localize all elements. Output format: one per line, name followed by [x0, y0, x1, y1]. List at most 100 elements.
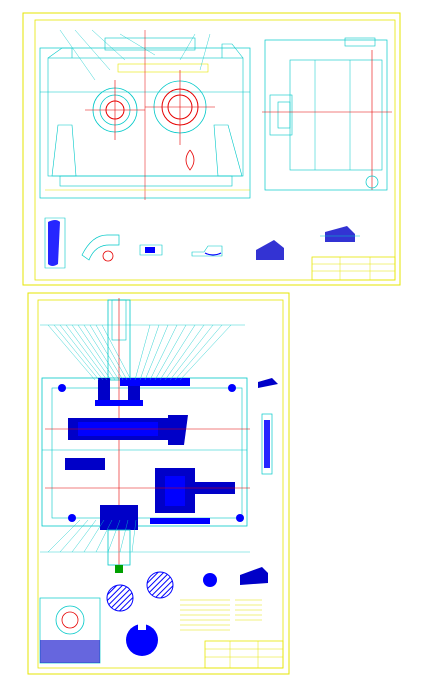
leader-top-left-5 [71, 324, 112, 381]
housing-inner-outline [47, 57, 244, 177]
base-plate [59, 175, 233, 187]
left-lug [47, 47, 73, 59]
detail-2-profile [81, 234, 120, 261]
leader-bottom-1 [47, 519, 81, 553]
shaft-section-a [106, 584, 134, 612]
sheet-2-inner-frame [37, 299, 284, 669]
leader-line-2 [74, 29, 111, 71]
leader-top-left-1 [47, 324, 96, 381]
bottom-cover [150, 518, 210, 524]
leader-top-right-7 [164, 324, 205, 381]
shaft-section-c [203, 573, 217, 587]
leader-top-left-4 [65, 324, 108, 381]
detail-views-row [44, 217, 360, 269]
detail-4-outline [191, 245, 223, 257]
sheet-2-gearbox-assembly-section [27, 292, 290, 675]
lower-left-view [39, 597, 101, 664]
leader-bottom-4 [83, 519, 105, 553]
leader-top-right-5 [154, 324, 187, 381]
detail-3-fill [145, 247, 155, 253]
main-section-view [40, 298, 250, 573]
side-shaft-end [277, 101, 291, 129]
inspection-cover [117, 63, 209, 73]
title-block-2-grid [205, 641, 283, 668]
detail-3-outline [139, 244, 163, 256]
drain-plug [365, 175, 379, 189]
detail-1-outline [44, 217, 66, 269]
sheet-1-title-block [311, 256, 396, 281]
leader-top-left-8 [89, 324, 124, 381]
leader-line-5 [179, 33, 196, 61]
sheet-2-leader-lines [40, 324, 250, 553]
shaft-section-b [146, 571, 174, 599]
callout-detail-1 [258, 378, 278, 388]
leader-bottom-2 [59, 519, 89, 553]
sheet-1-inner-frame [34, 19, 396, 281]
leader-top-left-3 [59, 324, 104, 381]
leader-top-right-4 [149, 324, 178, 381]
leader-top-right-9 [174, 324, 223, 381]
upper-bearing-left [98, 378, 110, 400]
housing-section [41, 377, 248, 527]
detail-2-hole [102, 250, 114, 262]
left-foot [51, 124, 77, 177]
side-view [262, 37, 392, 191]
leader-top-right-1 [134, 324, 151, 381]
housing-inner [51, 387, 243, 519]
detail-5-fill [256, 240, 284, 260]
upper-cover-plate [120, 378, 190, 386]
leader-line-1 [59, 29, 96, 81]
leader-line-6 [199, 33, 211, 71]
lower-view-shaft [61, 611, 79, 629]
leader-bottom-5 [95, 519, 113, 553]
drain-arrow [115, 565, 123, 573]
lower-bearing-block [100, 505, 138, 530]
leader-bottom-6 [107, 519, 121, 553]
breather [344, 37, 376, 47]
detail-4-fill [204, 252, 222, 256]
side-shaft-boss [269, 94, 293, 136]
front-section-view [39, 29, 251, 200]
sheet-2-title-block [204, 640, 284, 669]
callout-detail-2-outline [261, 413, 273, 475]
bolt-1 [58, 384, 66, 392]
gear-section [126, 624, 158, 656]
lower-view-bore [55, 605, 85, 635]
callout-detail-2-fill [264, 420, 270, 468]
bevel-gear-side [168, 415, 188, 445]
leader-top-left-9 [95, 324, 128, 381]
bolt-3 [68, 514, 76, 522]
leader-top-left-10 [101, 324, 132, 381]
side-frame [264, 39, 388, 191]
title-block-grid [312, 257, 395, 280]
cover-flange [104, 37, 196, 51]
lower-gear-left [65, 458, 105, 470]
spec-notes [180, 599, 262, 631]
leader-top-right-2 [139, 324, 160, 381]
leader-bottom-8 [131, 519, 137, 553]
lower-view-base [40, 640, 100, 663]
sheet-1-outer-frame [22, 12, 401, 286]
title-block-2-border [204, 640, 284, 669]
seal-section [240, 567, 268, 585]
leader-line-3 [91, 29, 126, 61]
leader-bottom-3 [71, 519, 97, 553]
leader-top-right-10 [179, 324, 232, 381]
spec-notes-lines [180, 599, 262, 631]
sheet-2-outer-frame [27, 292, 290, 675]
detail-6-fill [325, 226, 355, 242]
leader-top-right-8 [169, 324, 214, 381]
right-foot [213, 124, 243, 177]
side-housing [289, 59, 383, 171]
leader-top-right-3 [144, 324, 169, 381]
upper-bearing-cap [95, 400, 143, 406]
round-section-details [106, 567, 268, 656]
leader-line-4 [119, 33, 156, 56]
leader-bottom-7 [119, 519, 129, 553]
detail-1-shaft-seal [48, 220, 60, 266]
output-gear-hub [165, 476, 185, 506]
oil-gauge [185, 149, 195, 171]
gear-section-keyway [138, 624, 146, 630]
